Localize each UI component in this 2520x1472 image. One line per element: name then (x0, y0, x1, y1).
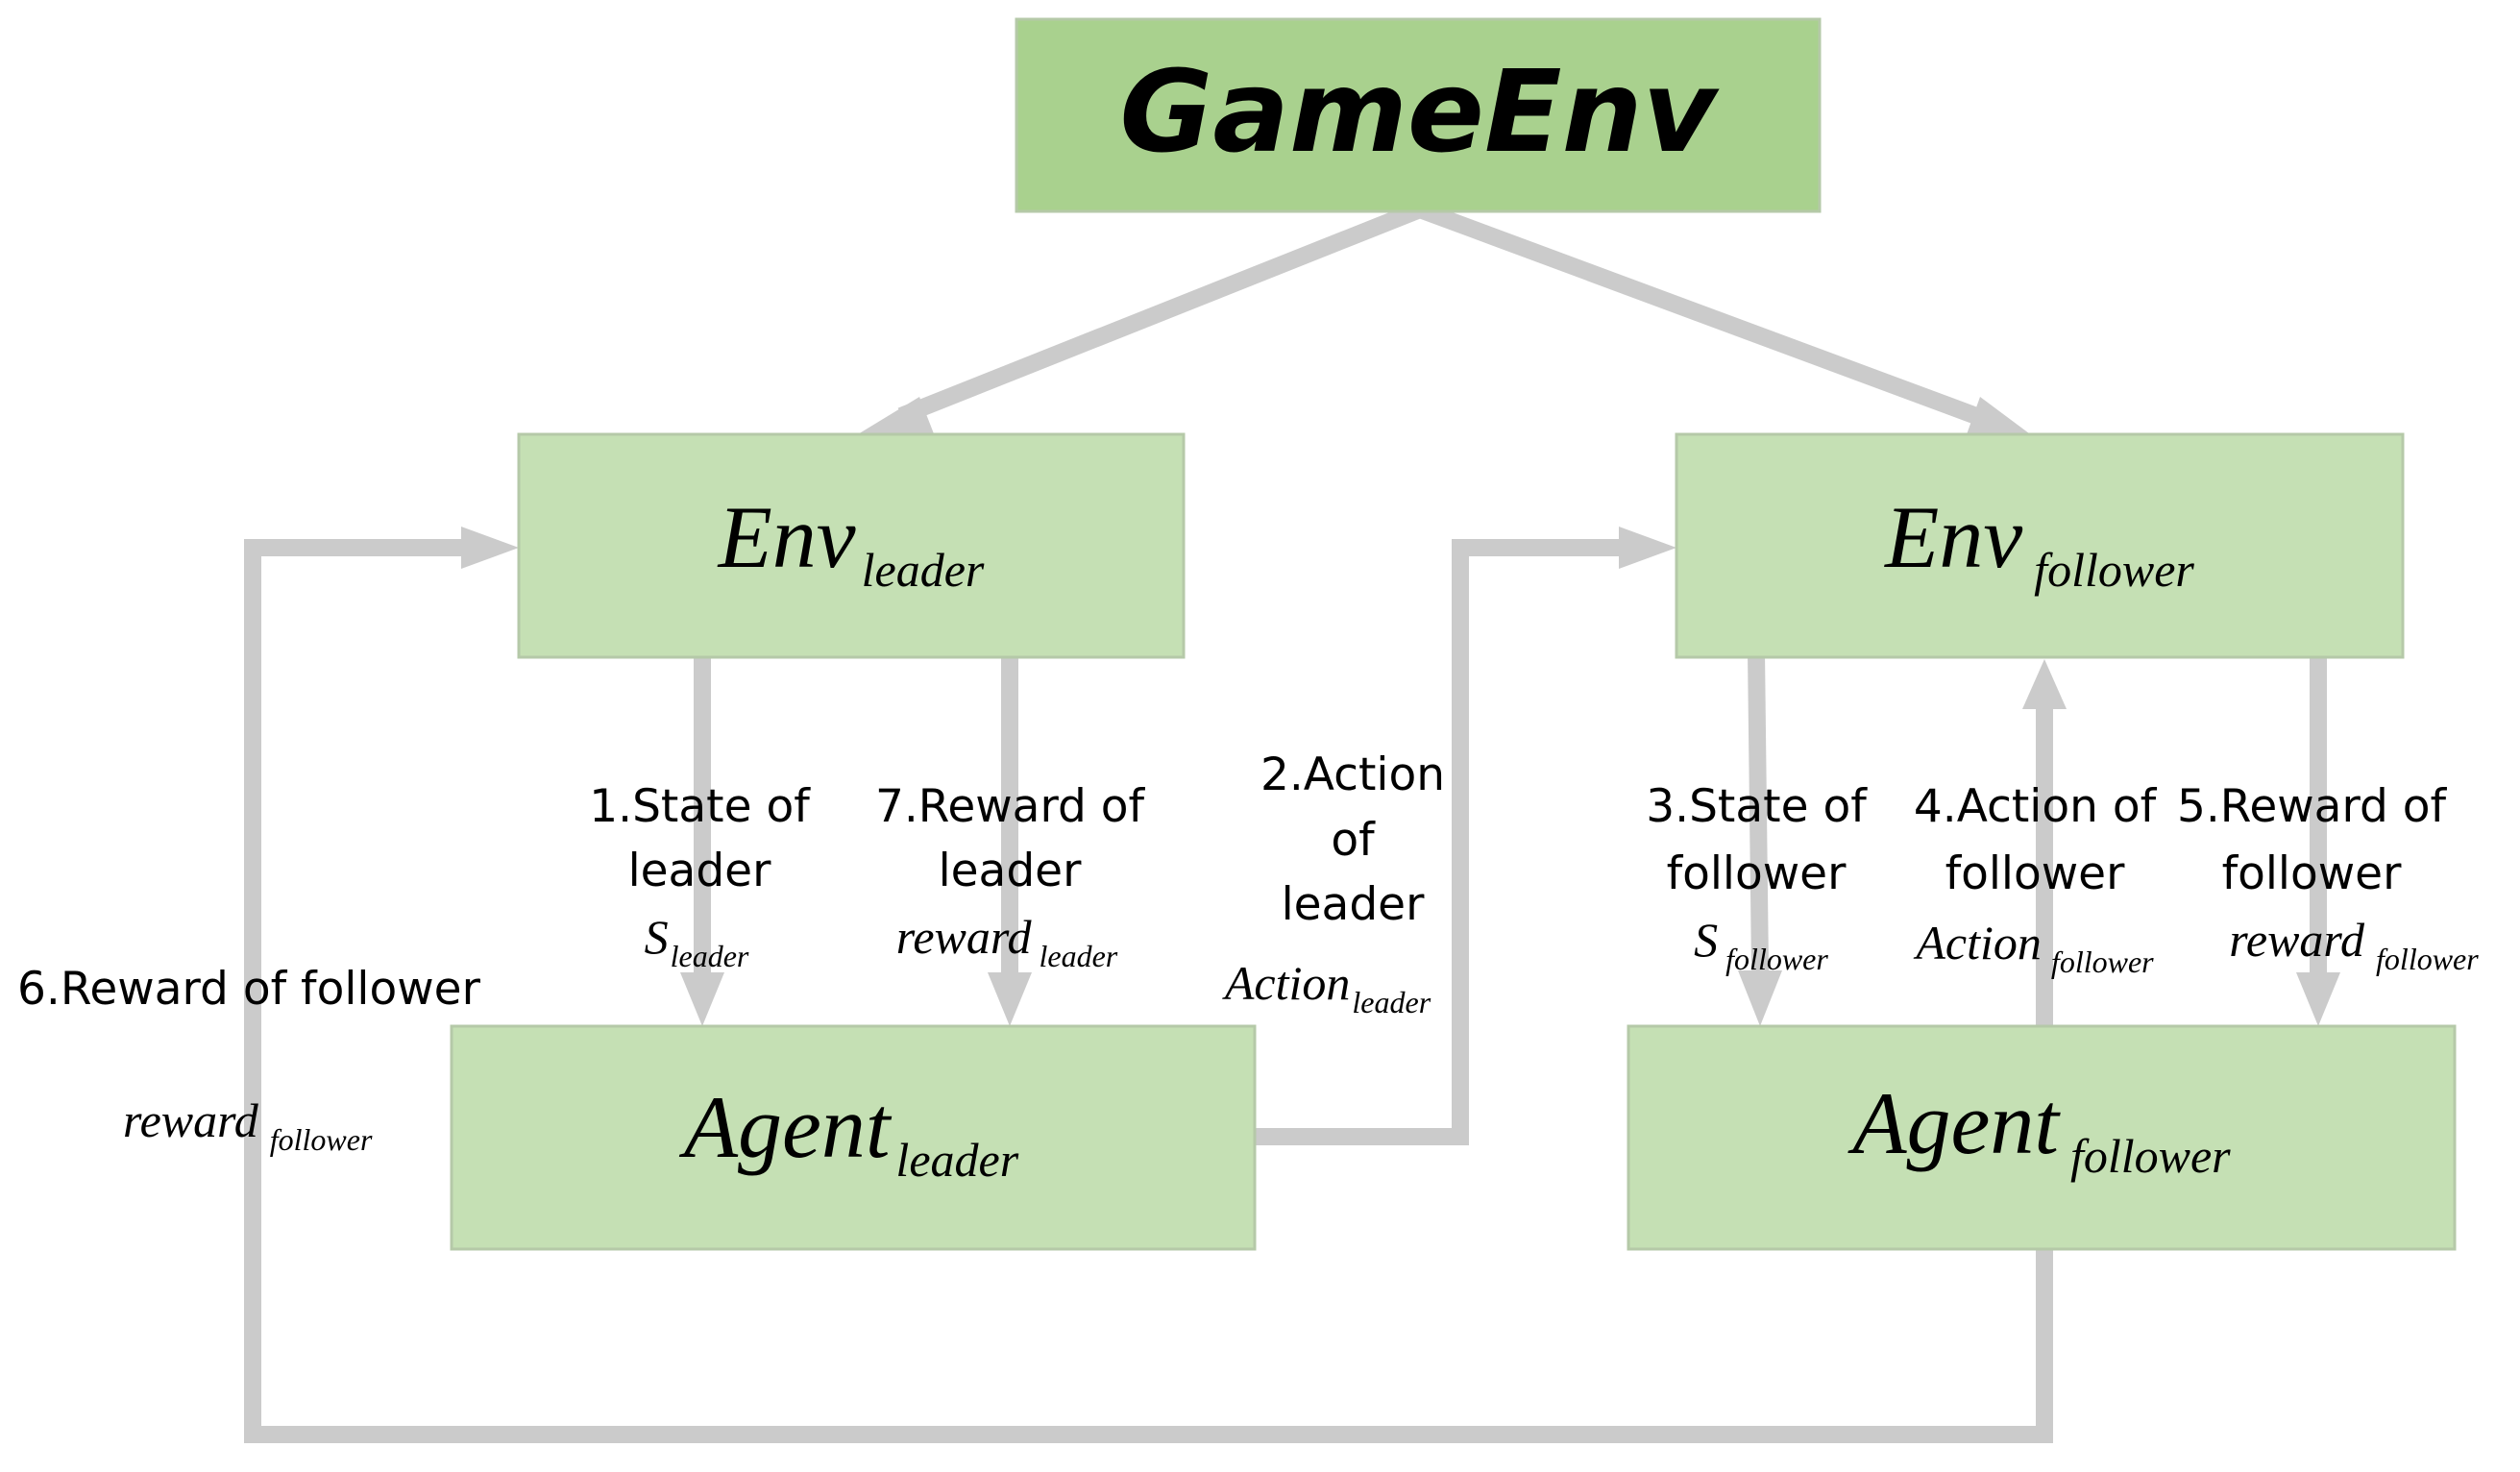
step-1-label: 1.State of leader Sleader (589, 780, 811, 973)
step-7-line1: 7.Reward of (875, 780, 1146, 833)
step-1-line2: leader (628, 845, 772, 897)
step-3-symbol-main: S (1694, 913, 1718, 967)
step-3-symbol-sub: follower (1725, 942, 1828, 976)
arrow-gameenv-to-env-leader (897, 201, 1424, 425)
step-4-label: 4.Action of follower Action follower (1913, 780, 2157, 979)
step-7-line2: leader (939, 845, 1083, 897)
connectors (244, 201, 2340, 1443)
step-1-symbol-sub: leader (671, 939, 749, 973)
step-2-line2: of (1331, 814, 1376, 867)
step-5-symbol-main: reward (2229, 913, 2365, 967)
step-5-symbol: reward follower (2229, 913, 2479, 976)
agent-follower-box-rect (1627, 1024, 2457, 1251)
step-6-label: 6.Reward of follower reward follower (17, 963, 481, 1157)
step-6-symbol: reward follower (123, 1093, 373, 1157)
step-3-line1: 3.State of (1646, 780, 1868, 833)
arrow-gameenv-to-env-follower (1416, 201, 1991, 429)
env-leader-sub: leader (862, 543, 985, 597)
arrowhead-state-follower (1738, 970, 1782, 1026)
agent-leader-box-rect (450, 1024, 1257, 1251)
step-5-symbol-sub: follower (2376, 942, 2479, 976)
arrowhead-env-leader-loop (461, 527, 519, 569)
agent-leader-sub: leader (895, 1133, 1018, 1187)
step-5-line1: 5.Reward of (2177, 780, 2448, 833)
arrowhead-env-leader (853, 397, 935, 437)
arrow-state-follower (1748, 650, 1769, 971)
arrow-action-leader (1255, 539, 1619, 1145)
env-leader-box-rect (517, 432, 1186, 659)
step-1-symbol-main: S (645, 910, 669, 964)
step-6-line1: 6.Reward of follower (17, 963, 481, 1016)
game-env-box: GameEnv (1015, 17, 1822, 213)
step-2-line1: 2.Action (1260, 748, 1445, 801)
step-5-line2: follower (2222, 847, 2403, 900)
step-4-symbol-sub: follower (2051, 945, 2154, 979)
step-6-symbol-main: reward (123, 1093, 259, 1147)
arrowhead-env-follower (1966, 397, 2037, 439)
agent-follower-sub: follower (2070, 1129, 2231, 1183)
step-1-line1: 1.State of (589, 780, 811, 833)
agent-follower-main: Agent (1847, 1074, 2061, 1172)
step-7-symbol-sub: leader (1040, 939, 1118, 973)
step-2-symbol: Actionleader (1222, 956, 1431, 1019)
env-follower-box-rect (1675, 432, 2405, 659)
game-env-title: GameEnv (1120, 45, 1721, 178)
arrowhead-reward-leader (988, 972, 1032, 1026)
step-2-line3: leader (1282, 878, 1426, 931)
arrow-reward-follower-loop (244, 539, 2053, 1443)
arrowhead-reward-follower (2296, 972, 2340, 1026)
step-4-symbol-main: Action (1913, 916, 2042, 969)
step-6-symbol-sub: follower (270, 1122, 373, 1157)
step-2-symbol-main: Action (1222, 956, 1351, 1010)
arrowhead-state-leader (680, 972, 724, 1026)
step-2-symbol-sub: leader (1352, 985, 1431, 1019)
env-leader-main: Env (717, 488, 856, 586)
game-env-box-rect (1015, 17, 1822, 213)
step-2-label: 2.Action of leader Actionleader (1222, 748, 1445, 1019)
step-7-symbol-main: reward (896, 910, 1033, 964)
arrowhead-action-leader (1619, 527, 1676, 569)
step-4-symbol: Action follower (1913, 916, 2154, 979)
step-1-symbol: Sleader (645, 910, 749, 973)
agent-leader-main: Agent (678, 1078, 893, 1176)
step-5-label: 5.Reward of follower reward follower (2177, 780, 2479, 976)
env-follower-main: Env (1883, 488, 2022, 586)
arrowhead-action-follower (2022, 659, 2067, 709)
step-3-line2: follower (1667, 847, 1847, 900)
env-follower-sub: follower (2034, 543, 2194, 597)
step-4-line1: 4.Action of (1914, 780, 2158, 833)
step-4-line2: follower (1945, 847, 2126, 900)
